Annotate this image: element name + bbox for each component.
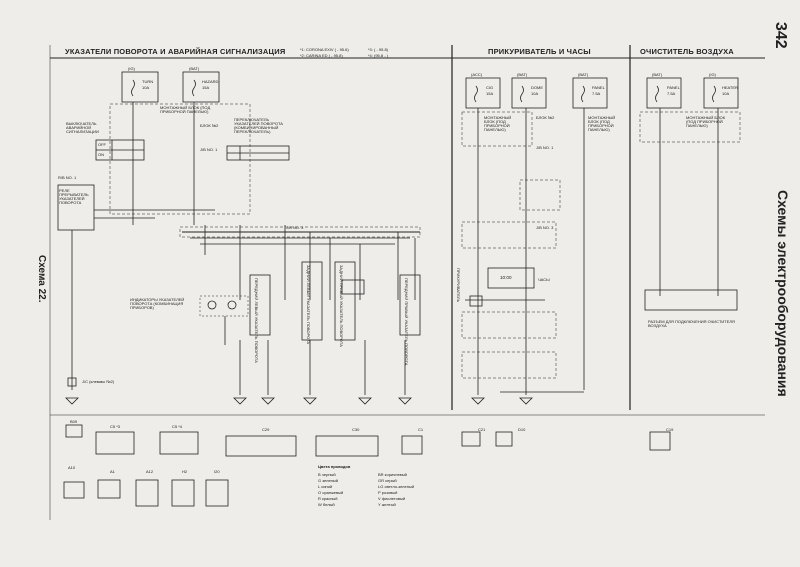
hazard-switch-label: ВЫКЛЮЧАТЕЛЬ АВАРИЙНОЙ СИГНАЛИЗАЦИИ [66,121,99,134]
jb-no3-label-mid: J/B NO. 3 [536,225,554,230]
note-3: *3: ( - 95.8) [368,47,389,52]
wire-color-item: W белый [318,502,335,507]
fuse-name: CIG [486,85,494,90]
fuse-source: (BAT) [189,66,200,71]
clock-label: ЧАСЫ [538,277,550,282]
wire-color-item: G зеленый [318,478,338,483]
section-title-turn-signals: УКАЗАТЕЛИ ПОВОРОТА И АВАРИЙНАЯ СИГНАЛИЗА… [65,47,286,56]
note-4: *4: (95.8 - ) [368,53,389,58]
jb-no1-label-mid: J/B NO. 1 [536,145,554,150]
fuse-source: (IG) [128,66,135,71]
wire-colors-list: B черный BR коричневый G зеленый GR серы… [318,472,438,507]
connector-code: A12 [146,469,154,474]
fuse-source: (BAT) [517,72,528,77]
note-1: *1: CORONA EXIV ( - 95.6) [300,47,349,52]
wire-color-item: V фиолетовый [378,496,406,501]
fuse-name: PANEL [667,85,680,90]
fuse-source: (BAT) [578,72,589,77]
wire-color-item: B черный [318,472,336,477]
section-title-lighter-clock: ПРИКУРИВАТЕЛЬ И ЧАСЫ [488,47,591,56]
block-no2-label: БЛОК №2 [200,123,219,128]
fuse-rating: 15A [486,91,494,96]
connector-code: A10 [68,465,76,470]
connector-code: D10 [518,427,526,432]
connector-code: C29 [262,427,270,432]
fuse-name: PANEL [592,85,605,90]
mount-block-3-label: МОНТАЖНЫЙ БЛОК (ПОД ПРИБОРНОЙ ПАНЕЛЬЮ) [588,115,616,132]
connector-code: B09 [70,419,78,424]
jb-no1-label: J/B NO. 1 [200,147,218,152]
fuse-rating: 10A [142,85,150,90]
scheme-label: Схема 22. [36,255,47,303]
clock-display: 10:00 [500,275,512,280]
fuse-name: DOME [531,85,543,90]
wire-color-item: R красный [318,496,338,501]
wire-color-item: GR серый [378,478,397,483]
block-no2-label-mid: БЛОК №2 [536,115,555,120]
wire-color-item: Y желтый [378,502,396,507]
fuse-name: HAZARD [202,79,219,84]
switch-on-label: ON [98,152,104,157]
connector-code: C1 [418,427,424,432]
fuse-source: (BAT) [652,72,663,77]
jb-no3-label: J/B NO. 3 [286,225,304,230]
wire-color-item: O оранжевый [318,490,344,495]
note-2: *2: CARINA ED ( - 95.8) [300,53,343,58]
page-number: 342 [772,22,789,49]
fuse-name: HEATER [722,85,738,90]
wire-color-item: P розовый [378,490,398,495]
mount-block-label: МОНТАЖНЫЙ БЛОК (ПОД ПРИБОРНОЙ ПАНЕЛЬЮ) [160,105,211,114]
connector-code: C5 *4 [172,424,183,429]
indicators-label: ИНДИКАТОРЫ УКАЗАТЕЛЕЙ ПОВОРОТА (КОМБИНАЦ… [130,297,185,310]
turn-switch-label: ПЕРЕКЛЮЧАТЕЛЬ УКАЗАТЕЛЕЙ ПОВОРОТА (КОМБИ… [234,117,283,134]
wire-color-item: LG светло-зеленый [378,484,415,489]
fuse-source: (ACC) [471,72,483,77]
mount-block-right-label: МОНТАЖНЫЙ БЛОК (ПОД ПРИБОРНОЙ ПАНЕЛЬЮ) [686,115,726,128]
lighter-label: ПРИКУРИВАТЕЛЬ [456,268,461,303]
fuse-rating: 10A [722,91,730,96]
air-cleaner-connector-label: РАЗЪЕМ ДЛЯ ПОДКЛЮЧЕНИЯ ОЧИСТИТЕЛЯ ВОЗДУХ… [648,319,735,328]
fuse-rating: 10A [531,91,539,96]
connector-code: C30 [352,427,360,432]
front-left-lamp-label: ПЕРЕДНИЙ ЛЕВЫЙ УКАЗАТЕЛЬ ПОВОРОТА [254,278,259,363]
connector-code: C21 [478,427,486,432]
fuse-rating: 15A [202,85,210,90]
fuse-rating: 7.5A [592,91,601,96]
connector-code: H2 [182,469,188,474]
section-title-air-cleaner: ОЧИСТИТЕЛЬ ВОЗДУХА [640,47,734,56]
fuse-name: TURN [142,79,154,84]
side-title: Схемы электрооборудования [775,190,791,397]
connector-code: I20 [214,469,220,474]
fuse-rating: 7.5A [667,91,676,96]
rear-right-lamp-label: ЗАДНИЙ ПРАВЫЙ УКАЗАТЕЛЬ ПОВОРОТА [339,265,344,347]
wire-color-item: L синий [318,484,333,489]
wire-color-item: BR коричневый [378,472,407,477]
fuse-source: (IG) [709,72,716,77]
wire-colors-title: Цвета проводов [318,464,351,469]
connector-code: C5 *3 [110,424,121,429]
relay-label: РЕЛЕ ПРЕРЫВАТЕЛЬ УКАЗАТЕЛЕЙ ПОВОРОТА [59,188,89,205]
front-right-lamp-label: ПЕРЕДНИЙ ПРАВЫЙ УКАЗАТЕЛЬ ПОВОРОТА [404,278,409,366]
relay-block-label: R/B NO. 1 [58,175,77,180]
switch-off-label: OFF [98,142,106,147]
jc-label: J/C (клеммы №2) [82,379,115,384]
mount-block-2-label: МОНТАЖНЫЙ БЛОК (ПОД ПРИБОРНОЙ ПАНЕЛЬЮ) [484,115,512,132]
connector-code: A1 [110,469,115,474]
rear-left-lamp-label: ЗАДНИЙ ЛЕВЫЙ УКАЗАТЕЛЬ ПОВОРОТА [306,265,311,345]
connector-code: C19 [666,427,674,432]
